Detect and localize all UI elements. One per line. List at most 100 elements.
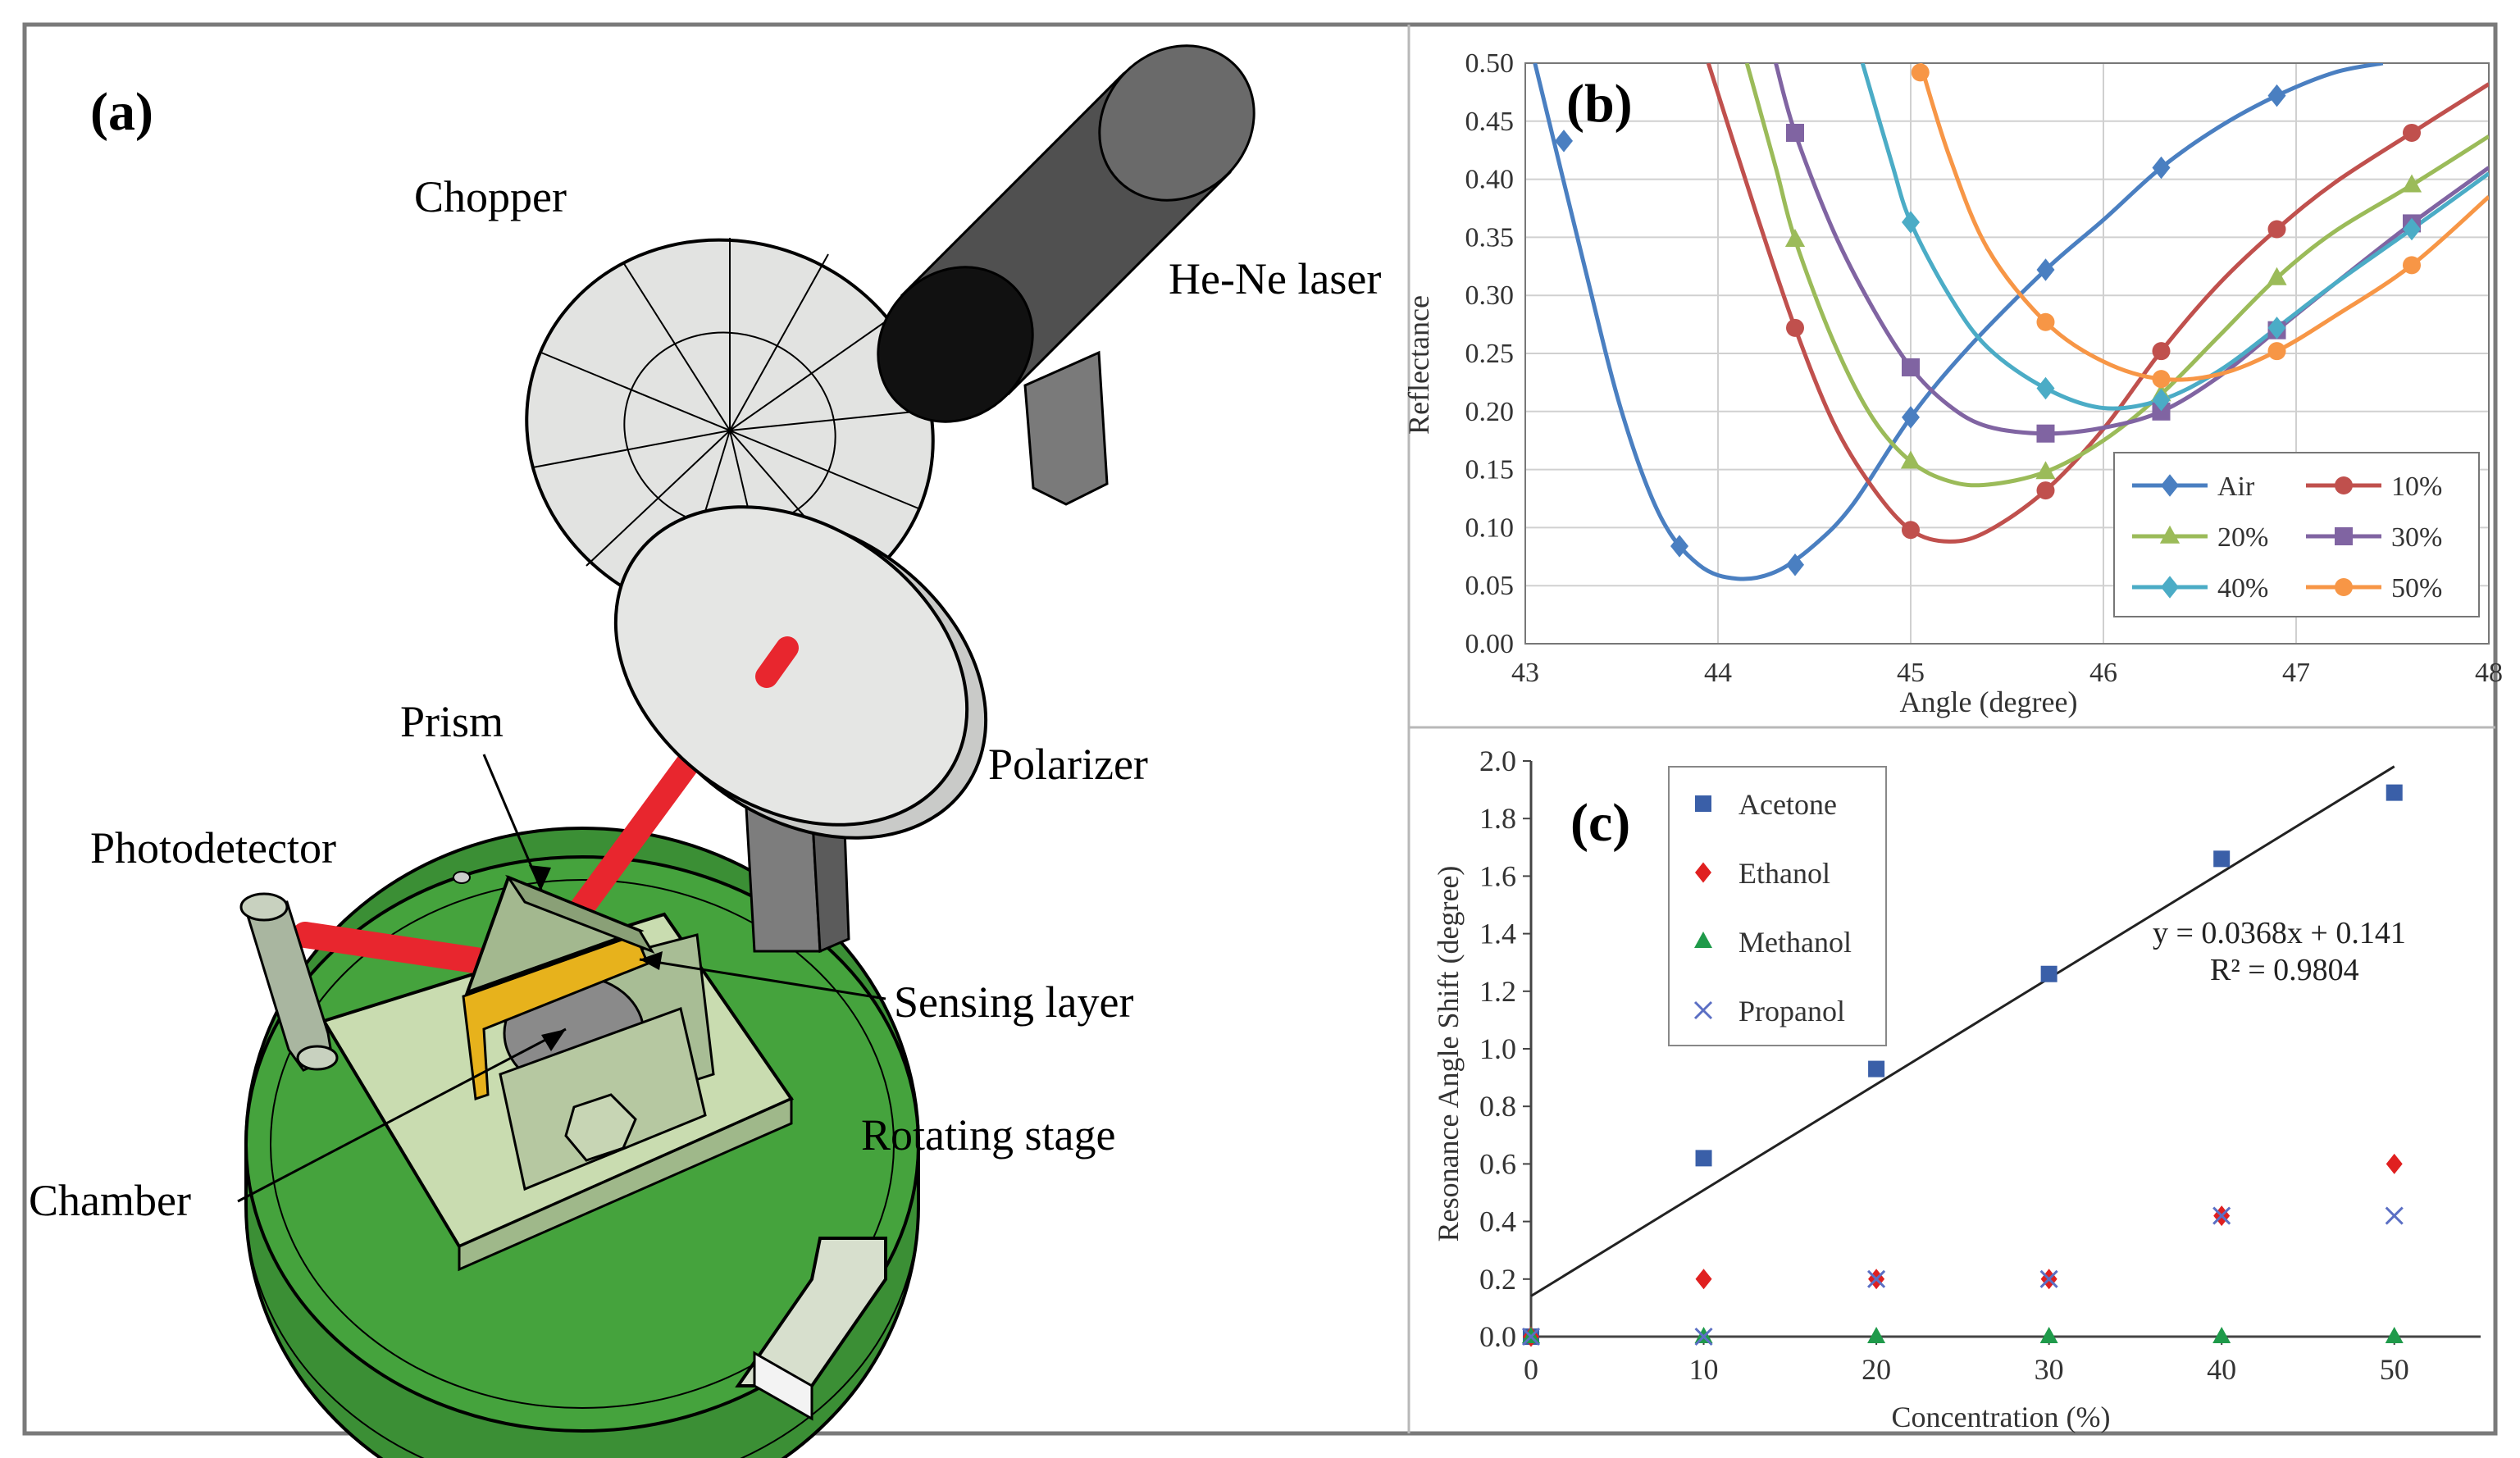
b-marker-50 (2152, 370, 2171, 389)
b-plot-frame (1524, 62, 2490, 645)
b-marker-20 (2267, 267, 2287, 285)
b-legend-label-40: 40% (2217, 573, 2268, 604)
c-legend-marker-acetone (1695, 795, 1711, 812)
polarizer-post (745, 805, 850, 954)
c-legend-box (1668, 766, 1887, 1046)
b-marker-50 (2403, 256, 2421, 275)
b-marker-10 (2036, 481, 2055, 500)
b-axes (1524, 62, 2490, 645)
b-marker-air (2036, 258, 2055, 281)
b-y-tick-label: 0.00 (1465, 629, 1515, 659)
c-panel-label: (c) (1570, 793, 1630, 853)
label-he-ne-laser: He-Ne laser (1169, 254, 1381, 303)
label-prism: Prism (400, 697, 504, 746)
b-y-tick-label: 0.30 (1465, 280, 1515, 311)
b-y-tick-label: 0.40 (1465, 165, 1515, 195)
b-y-tick-label: 0.35 (1465, 222, 1515, 253)
b-panel-label: (b) (1566, 74, 1633, 134)
c-marker-methanol (2212, 1327, 2231, 1343)
c-marker-methanol (2385, 1327, 2404, 1343)
c-x-axis-title: Concentration (%) (1892, 1401, 2111, 1433)
b-x-tick-label: 45 (1897, 658, 1925, 688)
b-legend-label-20: 20% (2217, 522, 2268, 553)
b-legend-marker-10 (2335, 476, 2353, 494)
b-y-tick-label: 0.10 (1465, 513, 1515, 543)
b-legend-marker-20 (2159, 525, 2181, 544)
c-y-tick-label: 0.2 (1479, 1263, 1516, 1296)
c-marker-ethanol (1695, 1269, 1712, 1290)
c-linear-fit (1530, 765, 2395, 1297)
b-marker-30 (2152, 402, 2171, 421)
c-y-tick-label: 2.0 (1479, 745, 1516, 777)
b-marker-40 (2036, 376, 2055, 400)
c-y-tick-label: 0.0 (1479, 1320, 1516, 1353)
b-y-tick-label: 0.25 (1465, 339, 1515, 369)
c-y-axis-title: Resonance Angle Shift (degree) (1432, 866, 1465, 1242)
b-y-tick-label: 0.45 (1465, 107, 1515, 137)
b-y-tick-label: 0.50 (1465, 48, 1515, 79)
c-legend-label-acetone: Acetone (1738, 788, 1837, 821)
b-legend-label-10: 10% (2391, 472, 2442, 502)
polarizer-disc (613, 505, 988, 840)
b-marker-air (2152, 156, 2171, 180)
leader-sensing-layer (639, 958, 886, 1000)
b-marker-30 (2036, 424, 2055, 443)
b-x-tick-label: 48 (2475, 658, 2503, 688)
c-x-tick-label: 30 (2035, 1353, 2064, 1386)
b-legend-label-50: 50% (2391, 573, 2442, 604)
b-legend-label-air: Air (2217, 472, 2255, 502)
b-legend-marker-air (2161, 474, 2179, 497)
b-marker-20 (2035, 461, 2056, 480)
b-marker-10 (1786, 318, 1804, 337)
b-legend-marker-40 (2161, 576, 2179, 599)
b-x-tick-label: 46 (2089, 658, 2117, 688)
b-marker-40 (2152, 388, 2171, 412)
c-marker-acetone (2213, 850, 2231, 868)
he-ne-laser (877, 44, 1255, 423)
b-y-tick-label: 0.20 (1465, 397, 1515, 427)
b-marker-40 (1902, 211, 1920, 234)
label-rotating-stage: Rotating stage (861, 1110, 1115, 1160)
prism (464, 874, 655, 996)
c-marker-ethanol (2386, 1153, 2403, 1174)
c-marker-acetone (1695, 1150, 1712, 1167)
panel-a-apparatus-diagram: (a) Chopper He-Ne laser Prism Polarizer … (29, 44, 1381, 1458)
label-polarizer: Polarizer (988, 740, 1148, 789)
c-fit-equation: y = 0.0368x + 0.141 (2153, 916, 2406, 950)
c-legend-label-methanol: Methanol (1738, 926, 1852, 959)
c-series-markers (1521, 784, 2404, 1347)
c-marker-propanol (1521, 1327, 1541, 1346)
b-marker-10 (2403, 123, 2421, 142)
c-legend-label-ethanol: Ethanol (1738, 857, 1830, 890)
b-marker-10 (2152, 342, 2171, 361)
b-legend-marker-30 (2335, 527, 2353, 545)
c-marker-acetone (2386, 784, 2403, 801)
c-marker-propanol (1694, 1327, 1713, 1346)
b-marker-30 (1786, 123, 1804, 142)
c-y-tick-label: 1.8 (1479, 802, 1516, 835)
label-chamber: Chamber (29, 1176, 191, 1225)
b-series-markers (1555, 63, 2422, 576)
b-x-tick-label: 43 (1511, 658, 1539, 688)
c-fit-r-squared: R² = 0.9804 (2210, 953, 2359, 987)
c-marker-propanol (2039, 1269, 2058, 1288)
b-marker-air (1786, 553, 1804, 576)
c-marker-methanol (1867, 1327, 1886, 1343)
b-marker-20 (1784, 229, 1806, 248)
c-y-tick-label: 0.8 (1479, 1090, 1516, 1123)
c-marker-methanol (2039, 1327, 2058, 1343)
c-fit-line (1530, 765, 2395, 1297)
label-photodetector: Photodetector (90, 823, 336, 873)
c-marker-propanol (2212, 1206, 2231, 1225)
photodetector (239, 892, 339, 1072)
c-y-tick-label: 0.4 (1479, 1205, 1516, 1238)
b-marker-air (1555, 130, 1573, 153)
label-sensing-layer: Sensing layer (894, 977, 1133, 1027)
b-marker-air (1670, 535, 1688, 558)
c-y-tick-label: 1.2 (1479, 975, 1516, 1008)
